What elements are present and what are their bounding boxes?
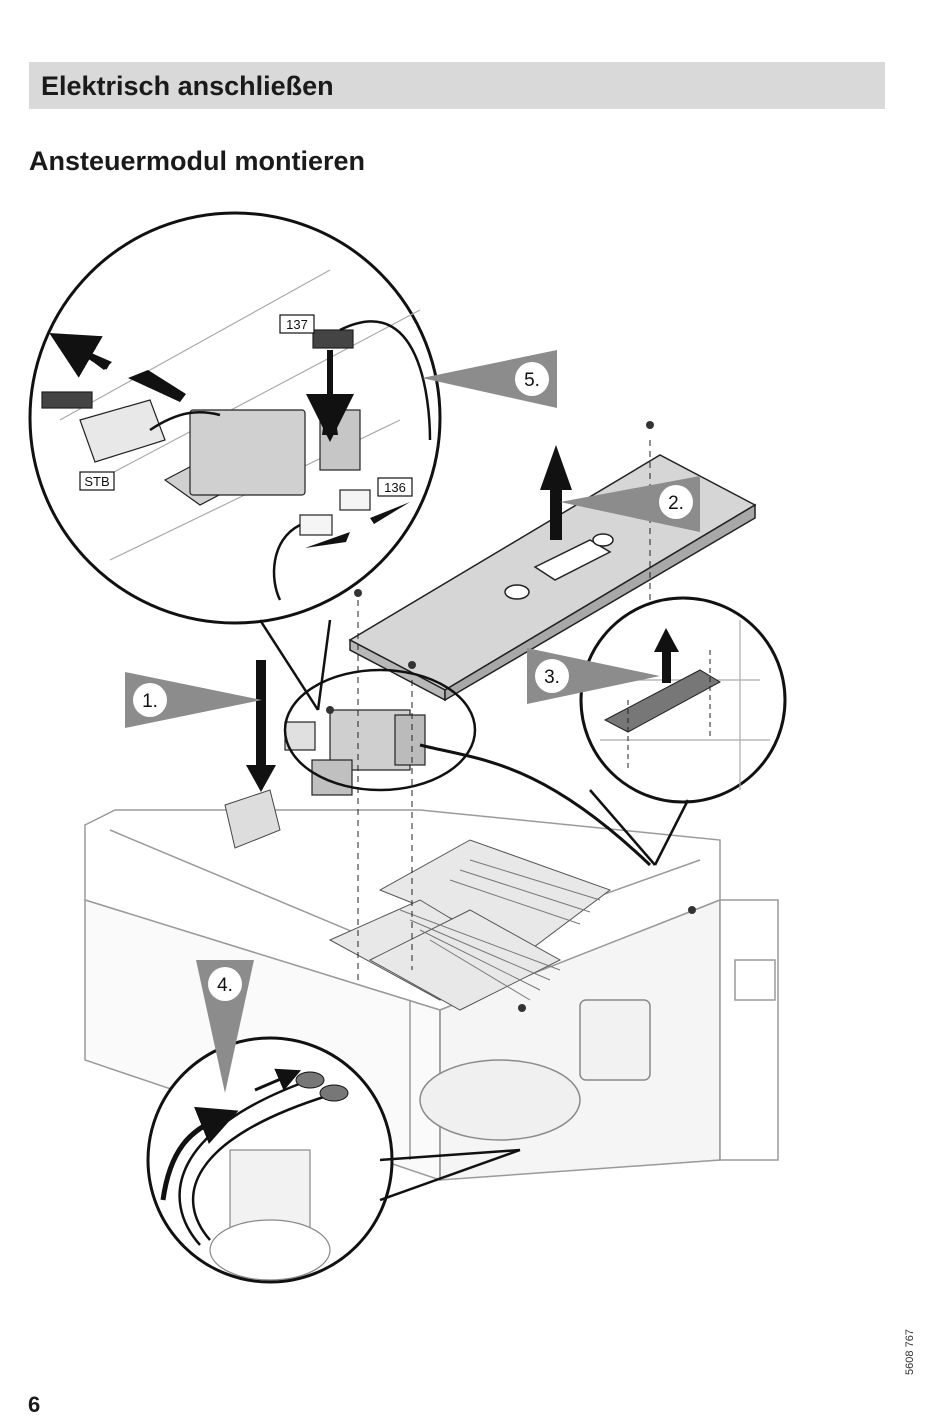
section-title: Elektrisch anschließen: [41, 71, 334, 101]
step-flag-3: 3.: [527, 648, 660, 704]
detail-pointer-right: [589, 789, 690, 866]
page-number: 6: [28, 1392, 41, 1417]
detail-circle-top: [28, 211, 442, 625]
step-2-label: 2.: [668, 493, 684, 514]
screws: [326, 421, 696, 1012]
step-flag-1: 1.: [125, 672, 262, 728]
step-1-arrow: [246, 660, 276, 792]
page-subtitle: Ansteuermodul montieren: [29, 146, 366, 176]
connector-label-stb: STB: [79, 471, 115, 491]
document-number: 5608 767: [904, 1322, 916, 1382]
step-2-arrow: [540, 445, 572, 540]
connector-cable: [419, 743, 652, 867]
label-stb: STB: [84, 474, 109, 489]
detail-circle-bottom: [146, 1036, 394, 1284]
detail-pointer-top: [258, 619, 332, 711]
detail-circle-right: [579, 596, 787, 804]
assembly-illustration: 137 STB 136: [28, 211, 787, 1284]
control-boards: [328, 839, 612, 1011]
step-4-label: 4.: [217, 975, 233, 996]
document-number-text: 5608 767: [904, 1329, 916, 1375]
detail-pointer-bottom: [379, 1148, 521, 1202]
compressor-area: [419, 999, 651, 1141]
connector-label-137: 137: [279, 314, 315, 334]
label-137: 137: [286, 317, 308, 332]
step-3-label: 3.: [544, 667, 560, 688]
connector-label-136: 136: [377, 477, 413, 497]
step-flag-2: 2.: [560, 476, 700, 532]
control-module: [284, 709, 426, 796]
step-flag-5: 5.: [422, 350, 557, 408]
step-flag-4: 4.: [196, 960, 254, 1093]
step-5-label: 5.: [524, 370, 540, 391]
detail-ring-mid: [283, 668, 477, 792]
section-header-bar: Elektrisch anschließen: [29, 62, 885, 109]
label-136: 136: [384, 480, 406, 495]
step-1-label: 1.: [142, 691, 158, 712]
alignment-lines: [357, 440, 651, 980]
terminal-block-housing: [224, 789, 281, 849]
